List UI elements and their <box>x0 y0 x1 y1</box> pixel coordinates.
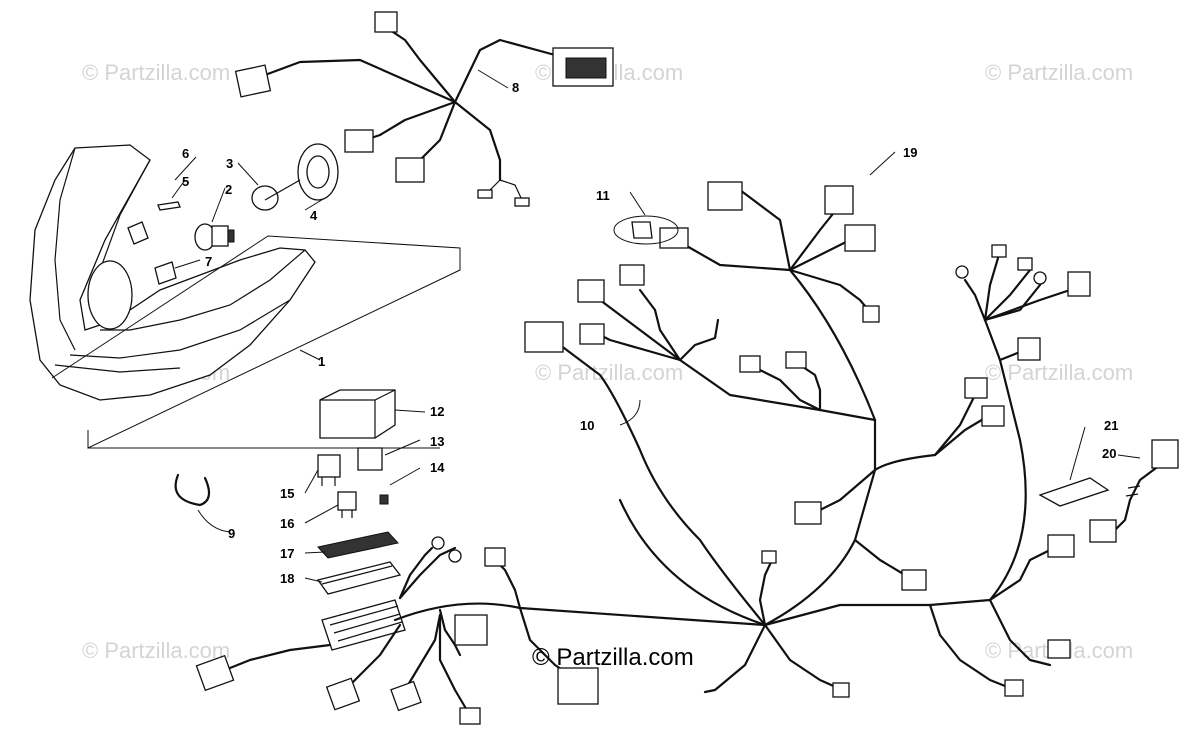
main-harness <box>195 321 1005 725</box>
fuse-relay-cover <box>319 389 396 439</box>
fuse-label-sheet <box>317 531 399 559</box>
gasket <box>316 561 402 595</box>
callout-12: 12 <box>430 404 444 419</box>
watermark-bottom-left: © Partzilla.com <box>82 638 230 663</box>
callout-labels: 1 2 3 4 5 6 7 8 9 10 11 12 13 14 15 16 1… <box>182 80 1118 586</box>
clip <box>127 221 149 245</box>
callout-13: 13 <box>430 434 444 449</box>
callout-1: 1 <box>318 354 325 369</box>
ring-clamp <box>174 473 211 507</box>
fuse-small <box>379 494 389 505</box>
callout-14: 14 <box>430 460 445 475</box>
watermark-top-right: © Partzilla.com <box>985 60 1133 85</box>
callout-18: 18 <box>280 571 294 586</box>
assembly-outline <box>51 235 461 449</box>
callout-9: 9 <box>228 526 235 541</box>
relay-large <box>317 454 341 486</box>
leader-lines <box>171 69 1141 583</box>
gasket-inner <box>321 565 393 585</box>
callout-6: 6 <box>182 146 189 161</box>
callout-15: 15 <box>280 486 294 501</box>
watermark-top-left: © Partzilla.com <box>82 60 230 85</box>
retainer-ring <box>251 185 279 211</box>
right-harness <box>928 244 1091 697</box>
callout-21: 21 <box>1104 418 1118 433</box>
dust-boot <box>264 143 339 201</box>
callout-19: 19 <box>903 145 917 160</box>
watermark-layer: © Partzilla.com © Partzilla.com © Partzi… <box>82 60 1133 663</box>
relay-small <box>337 491 357 518</box>
mini-fuse <box>357 447 383 471</box>
watermark-mid-center: © Partzilla.com <box>535 360 683 385</box>
callout-17: 17 <box>280 546 294 561</box>
callout-11: 11 <box>596 188 610 203</box>
callout-16: 16 <box>280 516 294 531</box>
screw <box>157 201 181 211</box>
callout-20: 20 <box>1102 446 1116 461</box>
callout-5: 5 <box>182 174 189 189</box>
bulb <box>194 223 235 251</box>
bracket <box>154 261 177 285</box>
watermark-mid-right: © Partzilla.com <box>985 360 1133 385</box>
callout-3: 3 <box>226 156 233 171</box>
callout-8: 8 <box>512 80 519 95</box>
callout-2: 2 <box>225 182 232 197</box>
callout-10: 10 <box>580 418 594 433</box>
headlight-harness <box>234 11 614 207</box>
fuse-block <box>321 599 406 651</box>
callout-7: 7 <box>205 254 212 269</box>
watermark-main: © Partzilla.com <box>532 644 694 671</box>
upper-harness <box>577 181 880 422</box>
decal-sheet <box>1038 477 1110 507</box>
callout-4: 4 <box>310 208 318 223</box>
accessory-harness <box>1089 439 1179 543</box>
